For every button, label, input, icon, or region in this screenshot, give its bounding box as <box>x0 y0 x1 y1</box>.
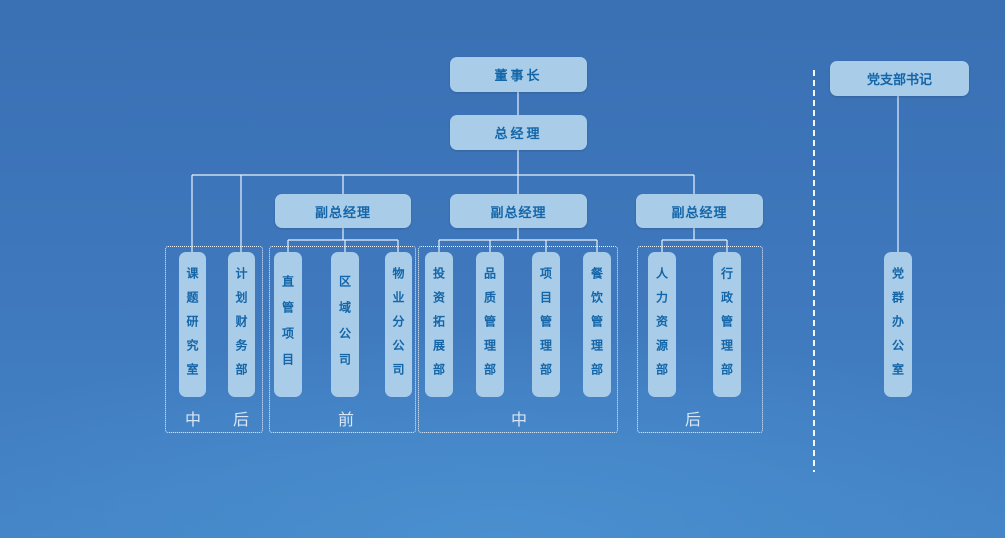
group-label: 中 <box>185 410 202 429</box>
department-box: 人力资源部 <box>648 252 676 397</box>
department-box: 区域公司 <box>331 252 359 397</box>
group-label: 后 <box>685 410 702 429</box>
chairman-box: 董事长 <box>450 57 587 92</box>
department-box: 课题研究室 <box>179 252 206 397</box>
department-box: 物业分公司 <box>385 252 412 397</box>
group-middle <box>418 246 618 433</box>
group-left <box>165 246 263 433</box>
department-box: 品质管理部 <box>476 252 504 397</box>
group-label: 后 <box>233 410 250 429</box>
department-box: 计划财务部 <box>228 252 255 397</box>
group-front <box>269 246 416 433</box>
group-back <box>637 246 763 433</box>
vice-manager-box: 副总经理 <box>450 194 587 228</box>
group-label: 前 <box>338 410 355 429</box>
department-box: 行政管理部 <box>713 252 741 397</box>
party-secretary-box: 党支部书记 <box>830 61 969 96</box>
vice-manager-box: 副总经理 <box>636 194 763 228</box>
vice-manager-box: 副总经理 <box>275 194 411 228</box>
department-box: 投资拓展部 <box>425 252 453 397</box>
department-box: 餐饮管理部 <box>583 252 611 397</box>
party-department-box: 党群办公室 <box>884 252 912 397</box>
department-box: 直管项目 <box>274 252 302 397</box>
department-box: 项目管理部 <box>532 252 560 397</box>
general-manager-box: 总经理 <box>450 115 587 150</box>
group-label: 中 <box>511 410 528 429</box>
